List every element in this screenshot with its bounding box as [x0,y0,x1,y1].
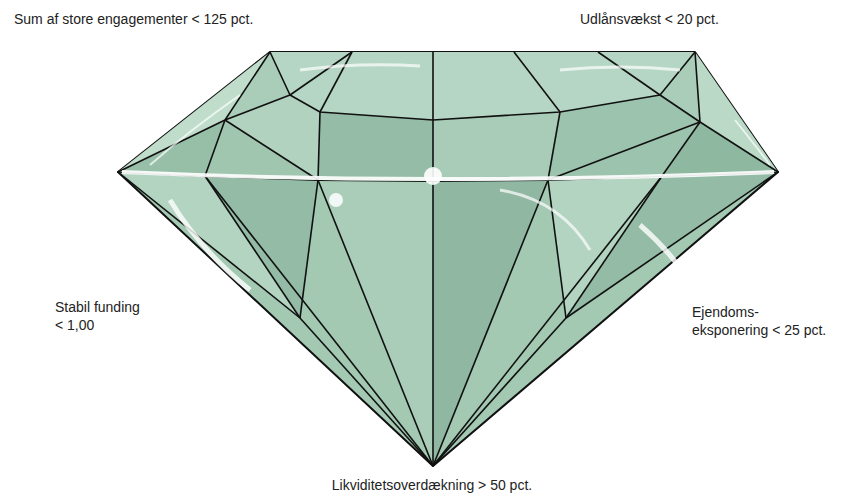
criterion-label: Stabil funding < 1,00 [55,298,149,334]
criterion-label: Likviditetsoverdækning > 50 pct. [332,476,532,494]
criterion-label: Sum af store engagementer < 125 pct. [14,10,253,28]
criterion-label: Ejendoms- eksponering < 25 pct. [692,303,831,339]
criterion-label: Udlånsvækst < 20 pct. [580,10,719,28]
